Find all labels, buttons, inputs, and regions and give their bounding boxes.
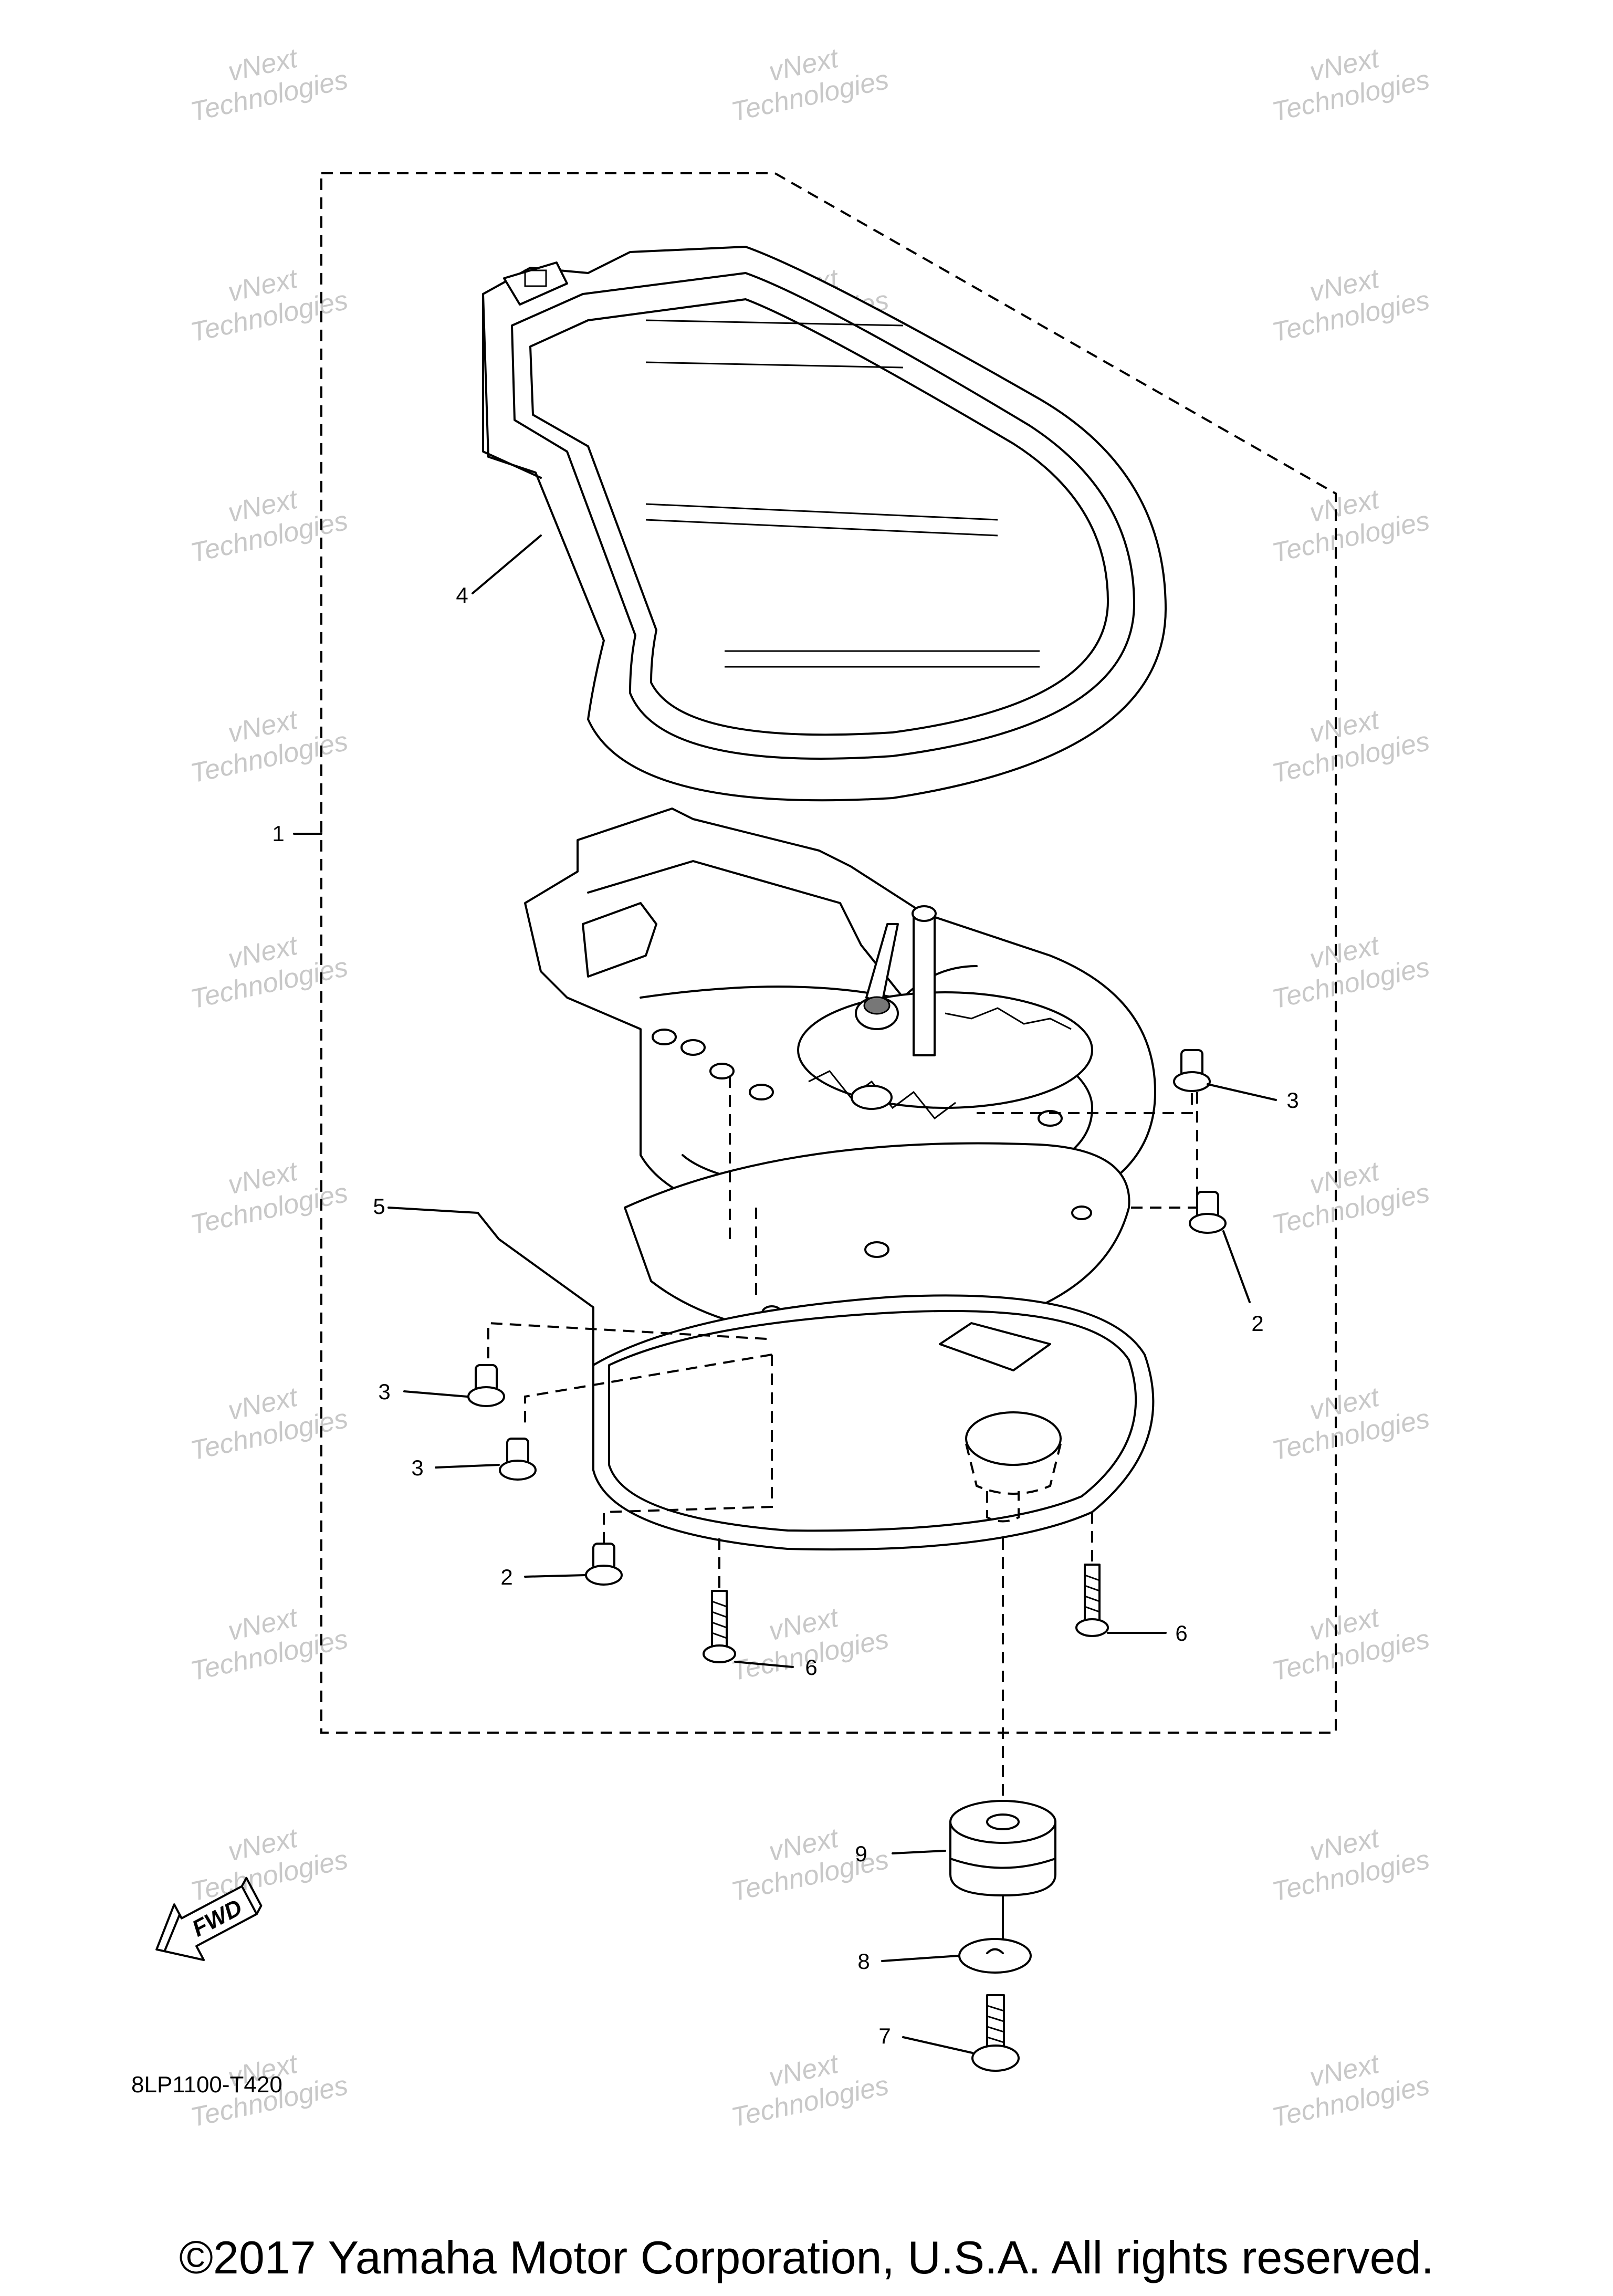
clip-part-3-right	[1173, 1049, 1211, 1092]
clip-part-3-left-a	[467, 1364, 505, 1407]
assembly-boundary	[320, 172, 1337, 1734]
leader-4	[472, 534, 542, 594]
copyright-notice: ©2017 Yamaha Motor Corporation, U.S.A. A…	[179, 2231, 1434, 2283]
callout-5: 5	[373, 1194, 385, 1219]
bolt-part-7	[971, 1994, 1020, 2072]
callout-3-left-b: 3	[411, 1455, 423, 1480]
screw-part-6-left	[703, 1590, 736, 1663]
callout-8: 8	[857, 1949, 870, 1974]
washer-part-8	[958, 1938, 1032, 1974]
callout-3-left-a: 3	[378, 1379, 390, 1404]
callout-1: 1	[272, 821, 284, 846]
callout-6-left: 6	[805, 1655, 817, 1680]
clip-part-2-left	[585, 1543, 623, 1586]
callout-leaders	[403, 1083, 1277, 2054]
meter-assembly-part	[524, 808, 1156, 1230]
clip-part-3-left-b	[499, 1438, 537, 1481]
callout-3-right: 3	[1286, 1088, 1298, 1113]
diagram-code: 8LP1100-T420	[131, 2072, 282, 2098]
callout-7: 7	[878, 2024, 891, 2048]
lower-case-part	[592, 1294, 1155, 1551]
damper-part-9	[949, 1800, 1056, 1896]
clip-part-2-right	[1189, 1191, 1227, 1234]
meter-cover-part	[482, 246, 1167, 802]
callout-6-right: 6	[1175, 1621, 1187, 1645]
callout-4: 4	[456, 583, 468, 607]
callout-9: 9	[855, 1841, 867, 1866]
callout-2-right: 2	[1251, 1311, 1263, 1336]
screw-part-6-right	[1075, 1564, 1109, 1637]
callout-2-left: 2	[500, 1565, 512, 1589]
leader-5	[387, 1207, 479, 1214]
